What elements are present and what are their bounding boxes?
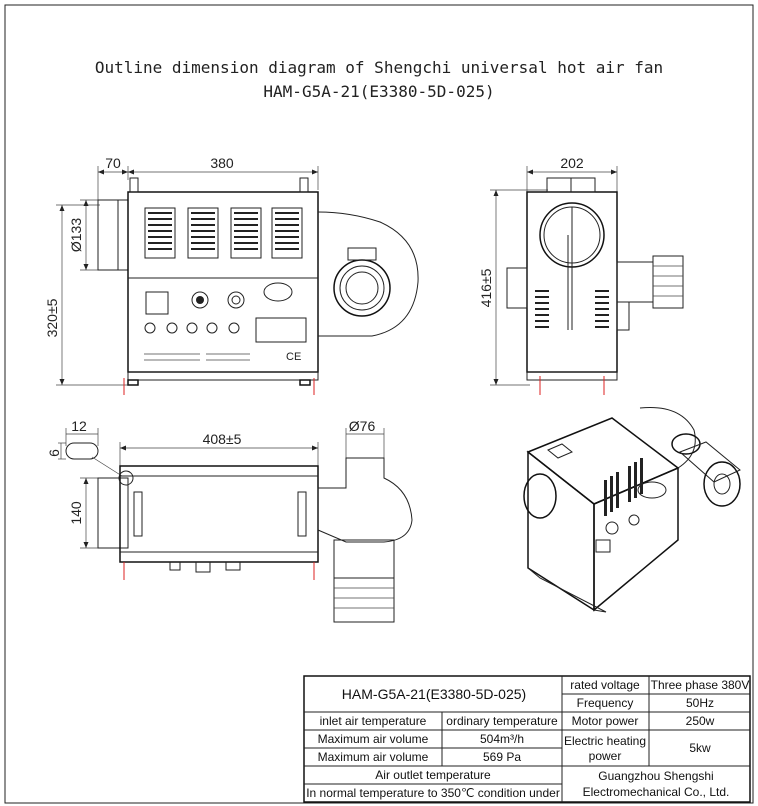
dim-front-width: 380 [210, 155, 234, 171]
dim-top-12: 12 [71, 418, 87, 434]
spec-heating-label-2: power [589, 749, 622, 763]
table-row-1-value: ordinary temperature [446, 714, 558, 728]
dim-top-140: 140 [68, 501, 84, 525]
sheet-border [4, 4, 754, 804]
spec-table: HAM-G5A-21(E3380-5D-025) inlet air tempe… [303, 675, 751, 803]
dim-side-height: 416±5 [478, 268, 494, 307]
spec-frequency-value: 50Hz [686, 696, 714, 710]
isometric-view [523, 406, 741, 613]
spec-voltage-label: rated voltage [570, 678, 640, 692]
title-line-2: HAM-G5A-21(E3380-5D-025) [263, 82, 494, 101]
dim-top-diameter: Ø76 [349, 418, 376, 434]
side-view: 202 416±5 [478, 155, 684, 395]
spec-motor-value: 250w [686, 714, 715, 728]
dim-top-length: 408±5 [203, 431, 242, 447]
svg-text:CE: CE [286, 351, 301, 363]
table-row-1-label: inlet air temperature [320, 714, 427, 728]
table-outlet-label: Air outlet temperature [375, 768, 491, 782]
table-row-2-value: 504m³/h [480, 732, 524, 746]
table-row-3-value: 569 Pa [483, 750, 521, 764]
spec-heating-label-1: Electric heating [564, 734, 646, 748]
company-line-2: Electromechanical Co., Ltd. [583, 785, 730, 799]
spec-frequency-label: Frequency [577, 696, 634, 710]
company-line-1: Guangzhou Shengshi [598, 769, 713, 783]
spec-voltage-value: Three phase 380V [651, 678, 750, 692]
table-row-2-label: Maximum air volume [318, 732, 429, 746]
spec-motor-label: Motor power [572, 714, 639, 728]
spec-heating-value: 5kw [689, 741, 711, 755]
table-row-3-label: Maximum air volume [318, 750, 429, 764]
dim-top-6: 6 [46, 449, 62, 457]
dim-front-left: 70 [105, 155, 121, 171]
dim-side-width: 202 [560, 155, 584, 171]
dim-height: 320±5 [44, 298, 60, 337]
table-outlet-value: In normal temperature to 350℃ condition … [306, 786, 560, 800]
dim-diameter-inlet: Ø133 [68, 218, 84, 252]
table-model: HAM-G5A-21(E3380-5D-025) [342, 686, 526, 702]
title-line-1: Outline dimension diagram of Shengchi un… [95, 58, 663, 77]
top-view: 12 6 408±5 Ø76 140 [46, 418, 413, 623]
front-view: 70 380 320±5 Ø133 [44, 155, 419, 395]
